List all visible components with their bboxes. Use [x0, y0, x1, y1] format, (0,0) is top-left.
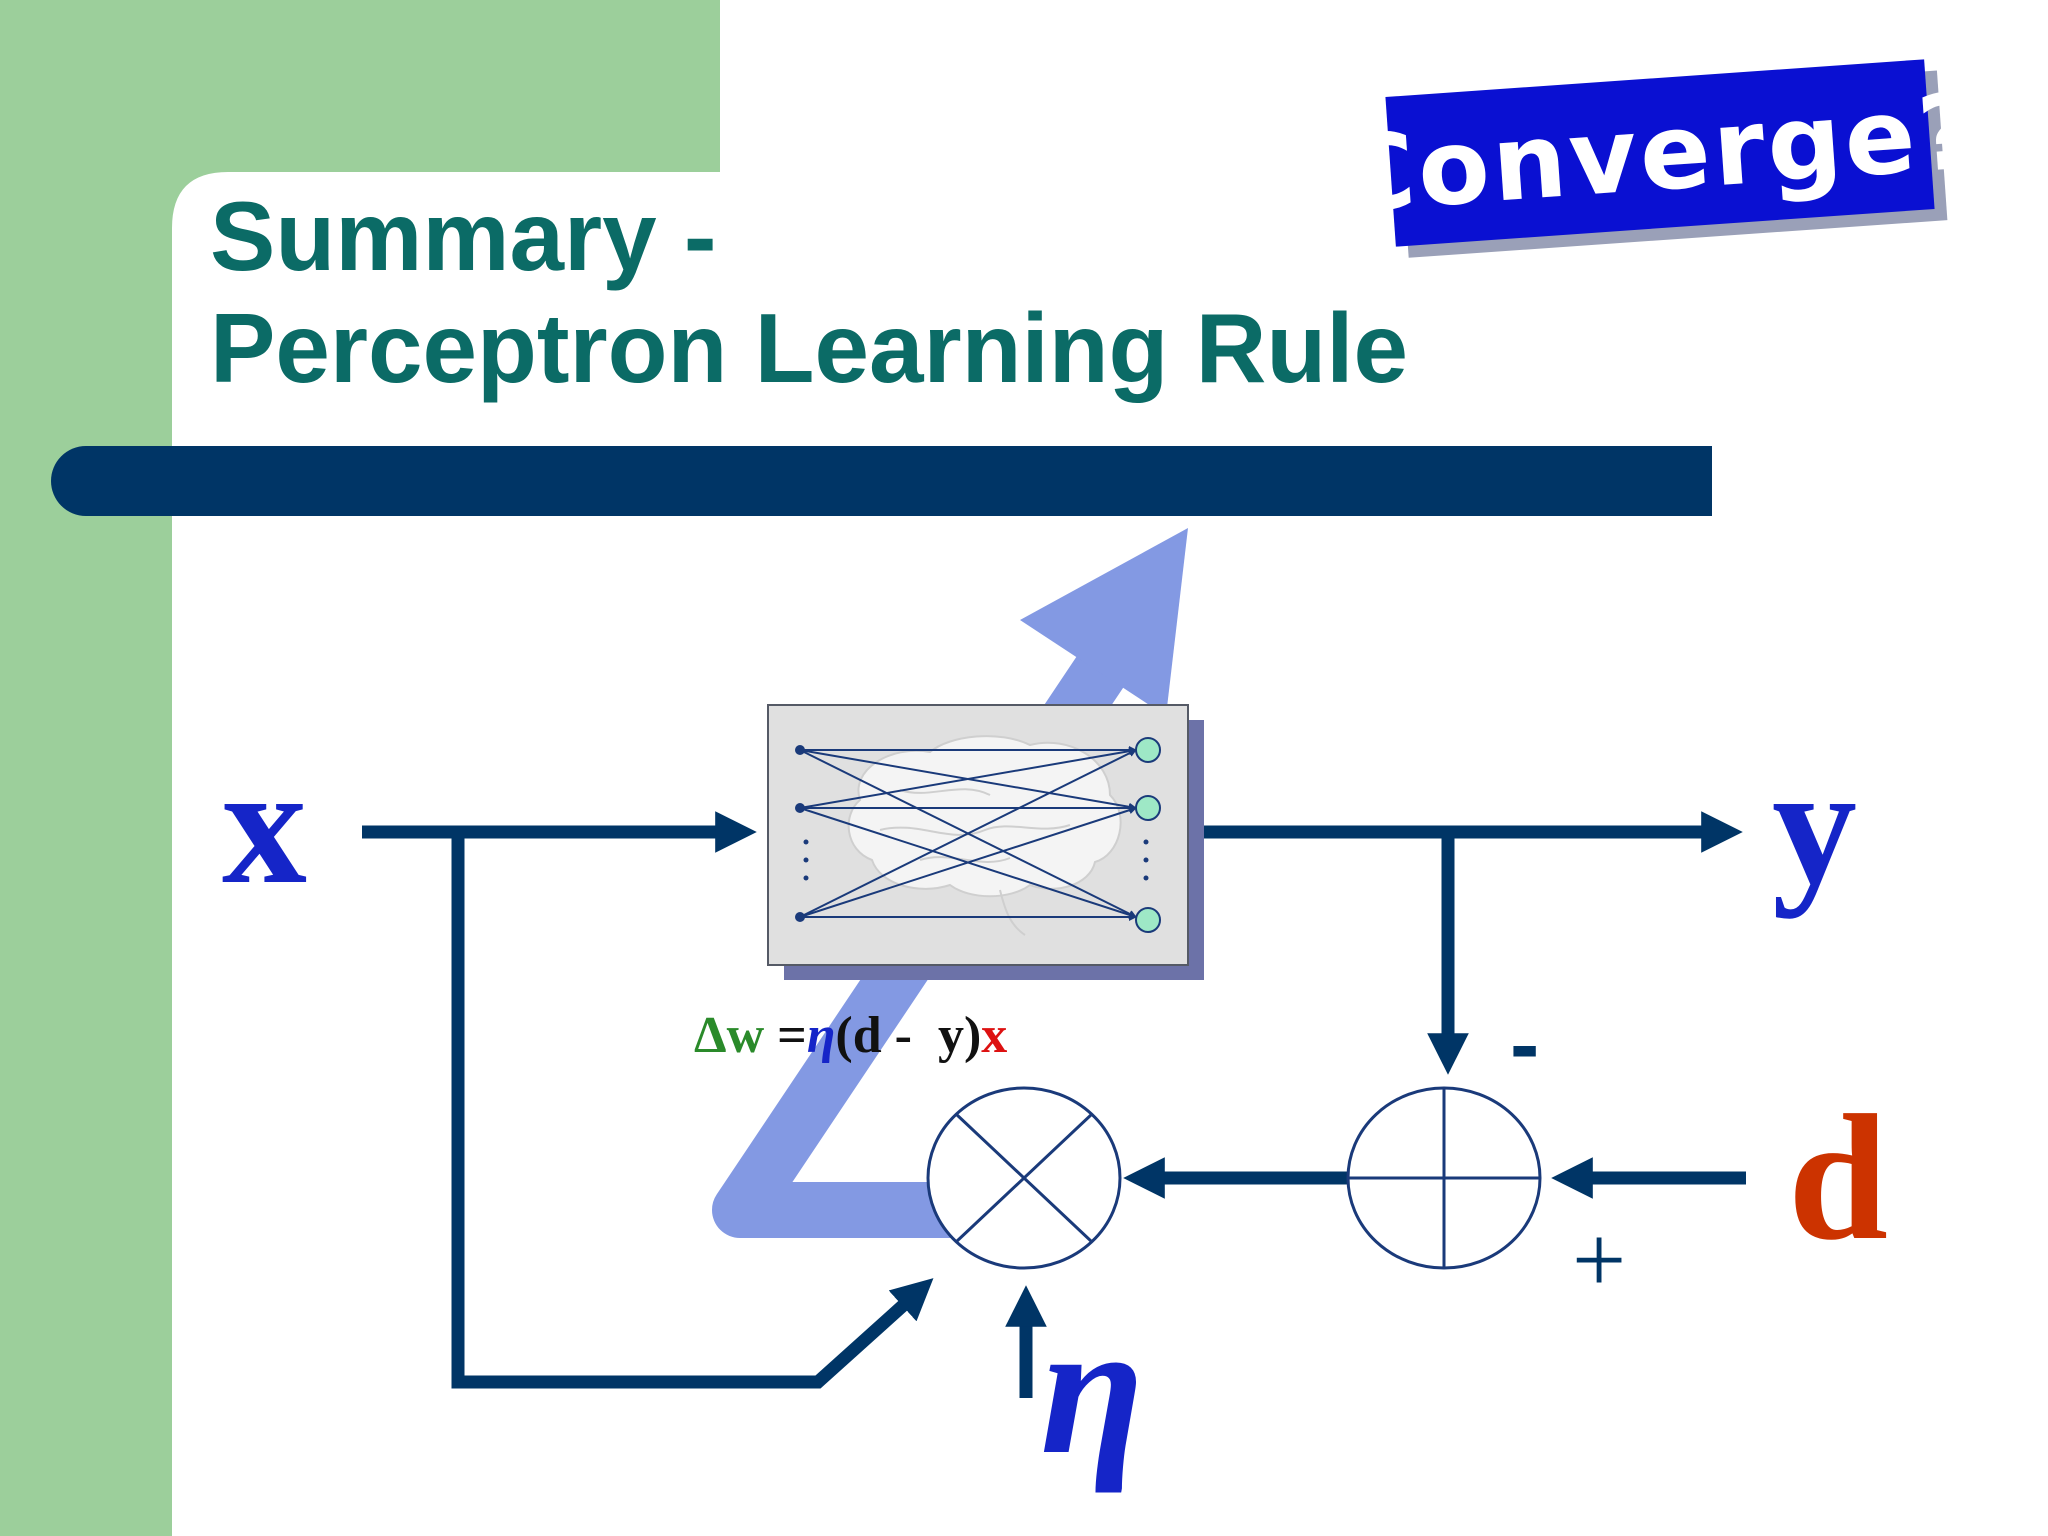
formula-x: x — [981, 1007, 1007, 1064]
rate-label-eta: η — [1040, 1284, 1144, 1494]
formula-equals: = — [764, 1007, 807, 1064]
formula-close-paren: ) — [964, 1007, 981, 1064]
title-underline-bar — [51, 446, 1712, 516]
formula-open-paren: ( — [835, 1007, 852, 1064]
perceptron-network-box — [767, 704, 1204, 980]
brain-icon — [847, 735, 1122, 936]
output-ellipsis — [1143, 839, 1149, 881]
input-label-x: x — [222, 731, 307, 919]
desired-label-d: d — [1788, 1078, 1888, 1277]
formula-w: w — [727, 1007, 765, 1064]
summing-junction — [1346, 1086, 1542, 1270]
input-nodes — [795, 745, 809, 922]
network-connections — [799, 746, 1137, 921]
slide-title-line1: Summary - — [210, 181, 717, 291]
output-nodes — [1135, 737, 1161, 933]
signal-lines — [362, 811, 1746, 1398]
formula-y: y — [925, 1007, 964, 1064]
formula-delta: Δ — [694, 1007, 727, 1064]
slide-title-line2: Perceptron Learning Rule — [210, 293, 1409, 403]
converge-badge-text: Converge? — [1334, 69, 1986, 237]
formula-d: d — [853, 1007, 882, 1064]
multiplier-junction — [926, 1086, 1122, 1270]
output-label-y: y — [1772, 731, 1857, 919]
formula-eta: η — [807, 1007, 836, 1064]
plus-sign: + — [1572, 1206, 1626, 1313]
formula-minus: - — [882, 1007, 925, 1064]
slide-title: Summary - Perceptron Learning Rule — [210, 180, 1408, 404]
sidebar-decoration — [0, 0, 720, 1536]
learning-rule-formula: Δw =η(d - y)x — [694, 1007, 1007, 1064]
minus-sign: - — [1510, 994, 1539, 1093]
weight-update-arrowhead — [1020, 528, 1188, 716]
